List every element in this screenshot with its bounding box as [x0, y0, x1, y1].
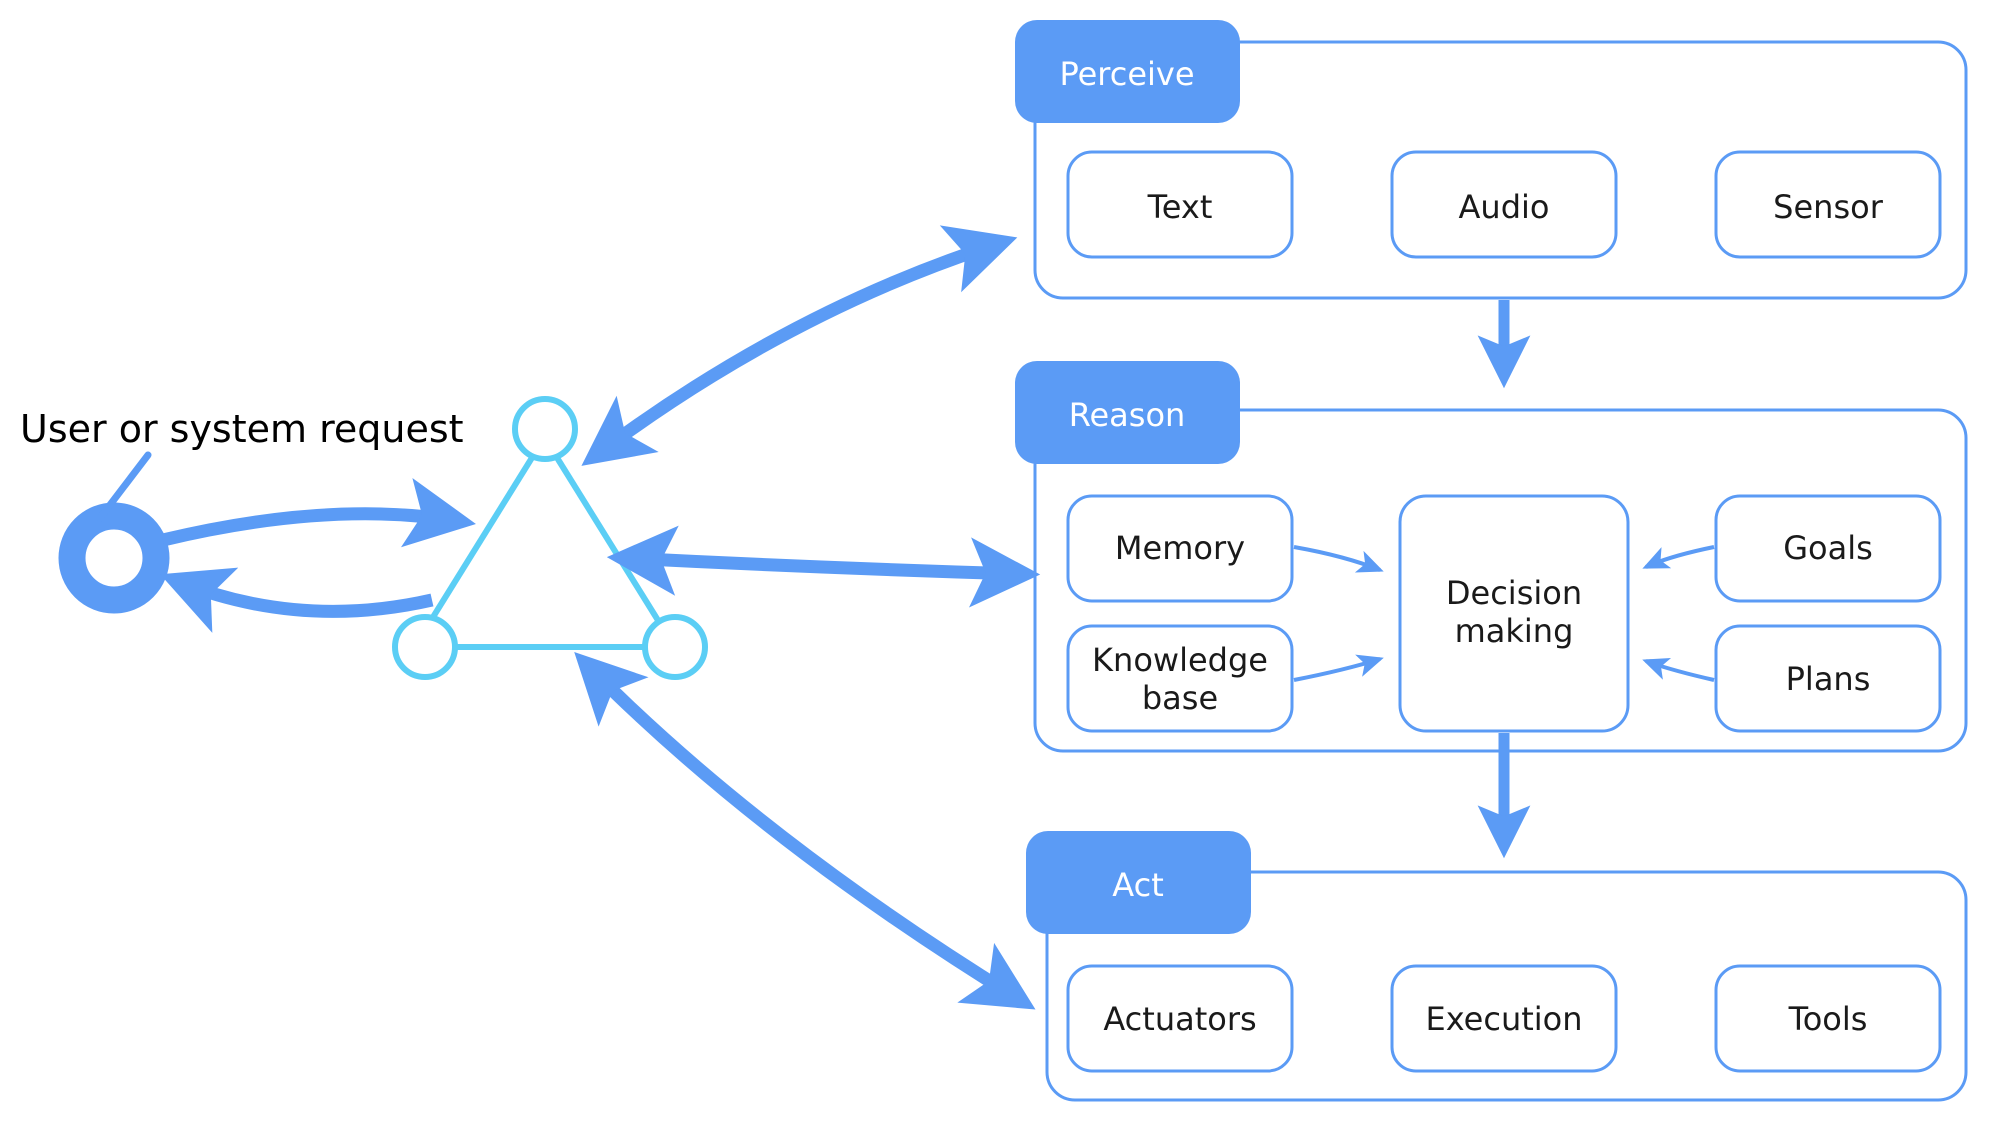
node-execution-box — [1390, 964, 1618, 1073]
node-sensor[interactable]: Sensor — [1714, 150, 1942, 259]
node-decision-making-label-line2: making — [1455, 612, 1574, 650]
arrow-plans-to-decision — [1642, 658, 1715, 682]
panel-reason-tab-label: Reason — [1069, 396, 1186, 434]
node-actuators[interactable]: Actuators — [1066, 964, 1294, 1073]
user-request-ring — [58, 502, 170, 614]
triangle-node-bottom-left[interactable] — [392, 614, 458, 680]
node-knowledge-base[interactable]: Knowledge base — [1066, 624, 1294, 733]
node-actuators-box — [1066, 964, 1294, 1073]
node-sensor-box — [1714, 150, 1942, 259]
arrow-knowledge-to-decision — [1293, 654, 1384, 682]
node-plans[interactable]: Plans — [1714, 624, 1942, 733]
panel-act-tab-label: Act — [1112, 866, 1163, 904]
node-memory-box — [1066, 494, 1294, 603]
panel-perceive[interactable]: Perceive Text Audio Sensor — [1015, 20, 1968, 300]
user-request-caption: User or system request — [20, 407, 464, 451]
node-execution[interactable]: Execution — [1390, 964, 1618, 1073]
node-decision-making-label-line1: Decision — [1446, 574, 1582, 612]
triangle-edge-left — [422, 446, 541, 632]
node-text[interactable]: Text — [1066, 150, 1294, 259]
node-audio[interactable]: Audio — [1390, 150, 1618, 259]
node-knowledge-base-label-line2: base — [1142, 679, 1218, 717]
node-memory-label: Memory — [1115, 529, 1245, 567]
node-tools[interactable]: Tools — [1714, 964, 1942, 1073]
panel-reason-tab[interactable] — [1015, 361, 1240, 464]
node-decision-making-box — [1398, 494, 1630, 733]
node-plans-label: Plans — [1786, 660, 1871, 698]
arrow-user-to-agent — [161, 477, 476, 548]
triangle-node-bottom-right[interactable] — [642, 614, 708, 680]
panel-perceive-tab-label: Perceive — [1059, 55, 1194, 93]
node-plans-box — [1714, 624, 1942, 733]
arrow-agent-perceive — [581, 225, 1018, 466]
node-decision-making[interactable]: Decision making — [1398, 494, 1630, 733]
triangle-node-top[interactable] — [512, 396, 578, 462]
node-knowledge-base-label-line1: Knowledge — [1092, 641, 1268, 679]
node-goals[interactable]: Goals — [1714, 494, 1942, 603]
node-knowledge-base-box — [1066, 624, 1294, 733]
arrow-agent-reason — [606, 525, 1041, 608]
arrow-memory-to-decision — [1293, 545, 1384, 573]
user-request-node[interactable] — [58, 451, 170, 614]
node-audio-box — [1390, 150, 1618, 259]
node-goals-label: Goals — [1783, 529, 1873, 567]
node-audio-label: Audio — [1459, 188, 1550, 226]
panel-perceive-tab[interactable] — [1015, 20, 1240, 123]
node-actuators-label: Actuators — [1103, 1000, 1256, 1038]
panel-reason[interactable]: Reason Memory Knowledge base Decision ma… — [1015, 361, 1968, 753]
node-goals-box — [1714, 494, 1942, 603]
user-request-leader-line — [96, 451, 152, 522]
node-memory[interactable]: Memory — [1066, 494, 1294, 603]
node-text-label: Text — [1147, 188, 1213, 226]
node-execution-label: Execution — [1425, 1000, 1582, 1038]
panel-act-tab[interactable] — [1026, 831, 1251, 934]
node-tools-box — [1714, 964, 1942, 1073]
panel-act[interactable]: Act Actuators Execution Tools — [1026, 831, 1968, 1102]
node-text-box — [1066, 150, 1294, 259]
arrow-agent-to-user — [160, 567, 434, 633]
arrow-agent-act — [574, 652, 1036, 1010]
node-tools-label: Tools — [1788, 1000, 1868, 1038]
arrow-goals-to-decision — [1642, 545, 1715, 569]
triangle-edge-right — [548, 446, 667, 632]
node-sensor-label: Sensor — [1773, 188, 1884, 226]
